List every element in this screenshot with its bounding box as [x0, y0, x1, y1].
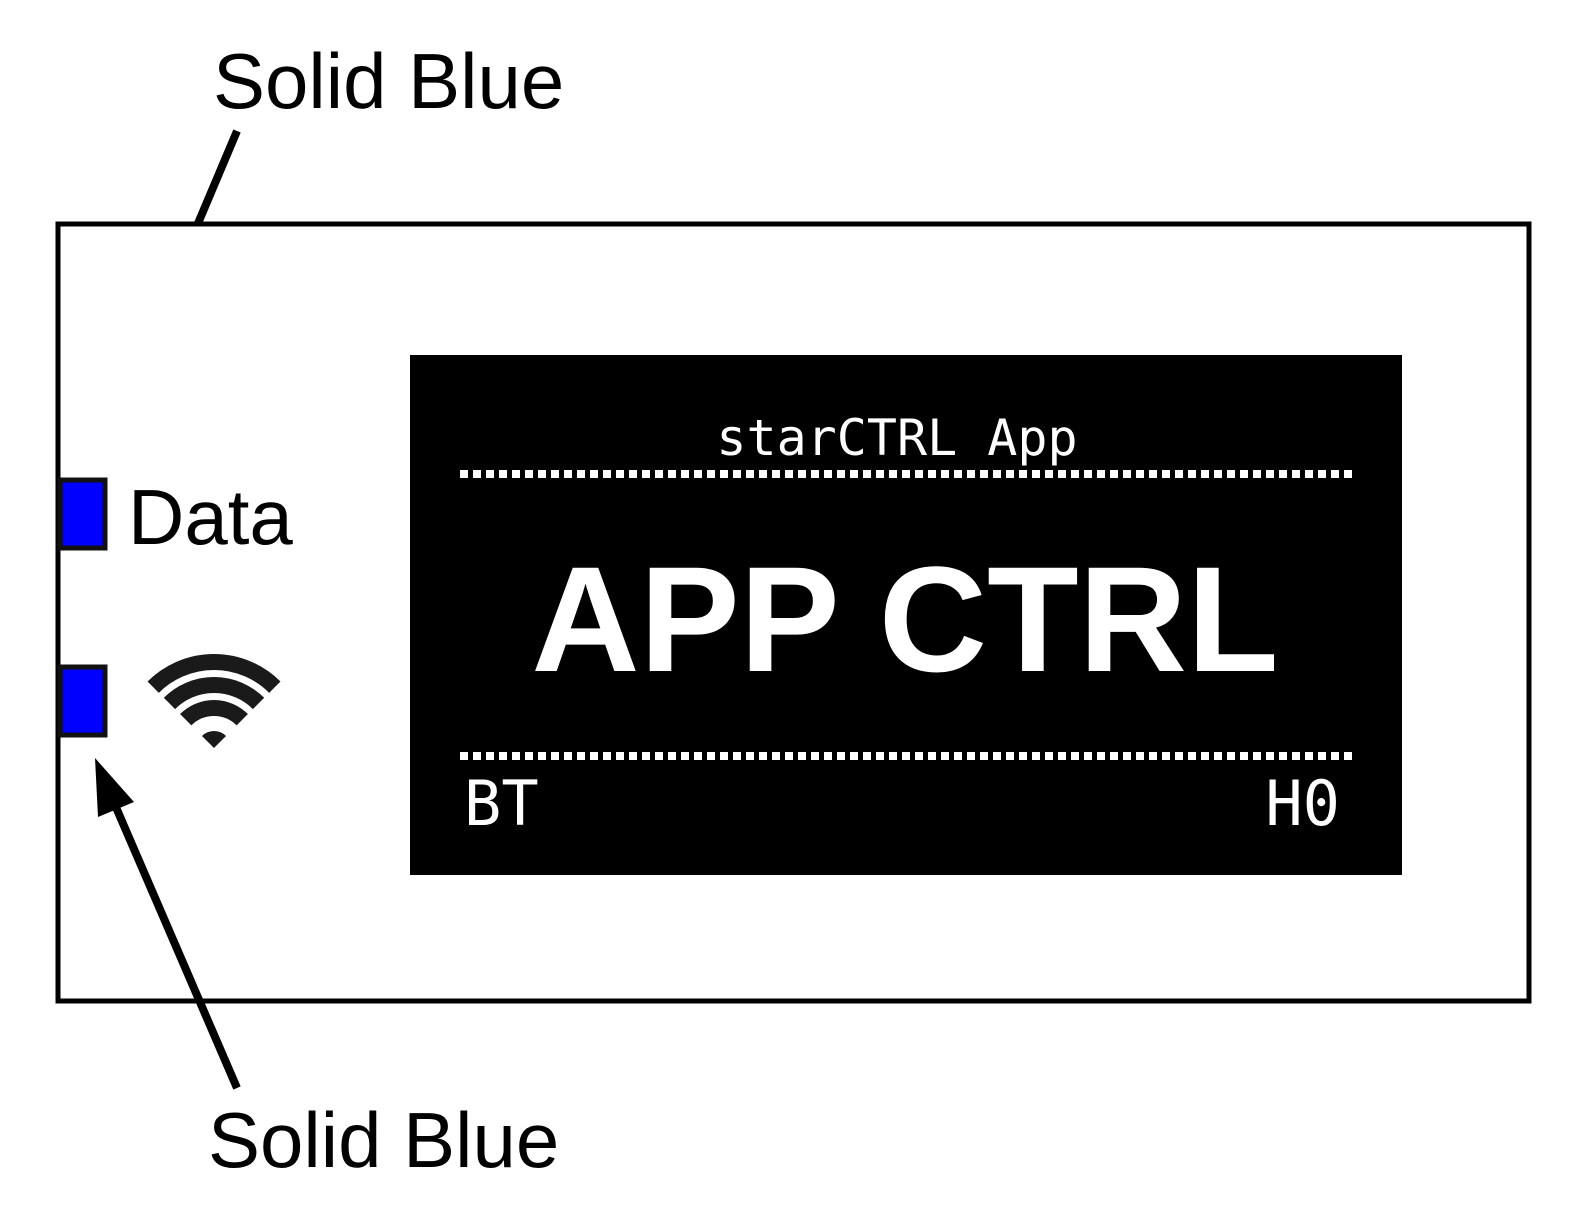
wifi-led	[57, 664, 108, 738]
display-screen	[410, 355, 1402, 875]
arrow-bottom	[95, 758, 241, 1090]
wifi-arc	[180, 700, 248, 726]
wifi-arc	[147, 654, 281, 693]
wifi-dot	[201, 731, 227, 748]
annotation-top-label: Solid Blue	[213, 37, 564, 125]
wifi-arc	[163, 677, 265, 710]
screen-bottom-left: BT	[464, 767, 539, 840]
screen-mode: APP CTRL	[531, 535, 1278, 703]
annotation-bottom-label: Solid Blue	[208, 1096, 559, 1184]
wifi-icon	[147, 654, 281, 748]
data-label: Data	[128, 473, 293, 561]
screen-bottom-right: H0	[1265, 767, 1340, 840]
screen-title: starCTRL App	[716, 409, 1077, 467]
data-led	[57, 477, 108, 551]
